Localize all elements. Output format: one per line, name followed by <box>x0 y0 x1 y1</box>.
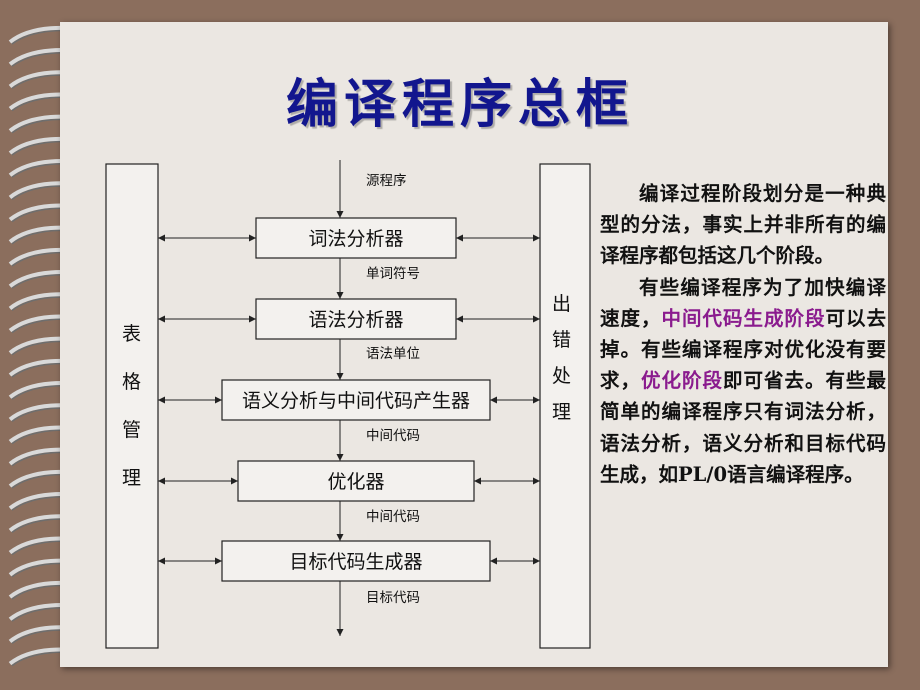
table-management-box <box>105 163 159 649</box>
error-handling-label: 出错处理 <box>552 293 572 423</box>
flow-label: 目标代码 <box>366 590 420 606</box>
stage-box <box>221 540 491 582</box>
flow-label: 中间代码 <box>366 428 420 444</box>
stage-box <box>255 217 457 259</box>
flow-label: 中间代码 <box>366 509 420 525</box>
stage-label: 语法分析器 <box>308 309 403 331</box>
flow-label: 语法单位 <box>366 346 420 362</box>
description-paragraph-1: 编译过程阶段划分是一种典型的分法，事实上并非所有的编译程序都包括这几个阶段。 <box>600 182 886 268</box>
stage-label: 语义分析与中间代码产生器 <box>242 390 470 412</box>
stage-label: 优化器 <box>327 471 384 493</box>
highlight-intermediate-code-phase: 中间代码生成阶段 <box>661 306 826 330</box>
slide-title: 编译程序总框 <box>285 74 634 135</box>
flow-label: 源程序 <box>366 173 407 189</box>
description-text: 编译过程阶段划分是一种典型的分法，事实上并非所有的编译程序都包括这几个阶段。 有… <box>600 178 886 490</box>
stage-box <box>221 379 491 421</box>
stage-label: 词法分析器 <box>308 228 403 250</box>
highlight-optimization-phase: 优化阶段 <box>641 369 723 393</box>
stage-label: 目标代码生成器 <box>289 551 422 573</box>
description-paragraph-2: 有些编译程序为了加快编译速度，中间代码生成阶段可以去掉。有些编译程序对优化没有要… <box>600 275 886 486</box>
table-management-label: 表格管理 <box>122 323 142 489</box>
stage-box <box>237 460 475 502</box>
flow-label: 单词符号 <box>366 266 420 282</box>
error-handling-box <box>539 163 591 649</box>
stage-box <box>255 298 457 340</box>
